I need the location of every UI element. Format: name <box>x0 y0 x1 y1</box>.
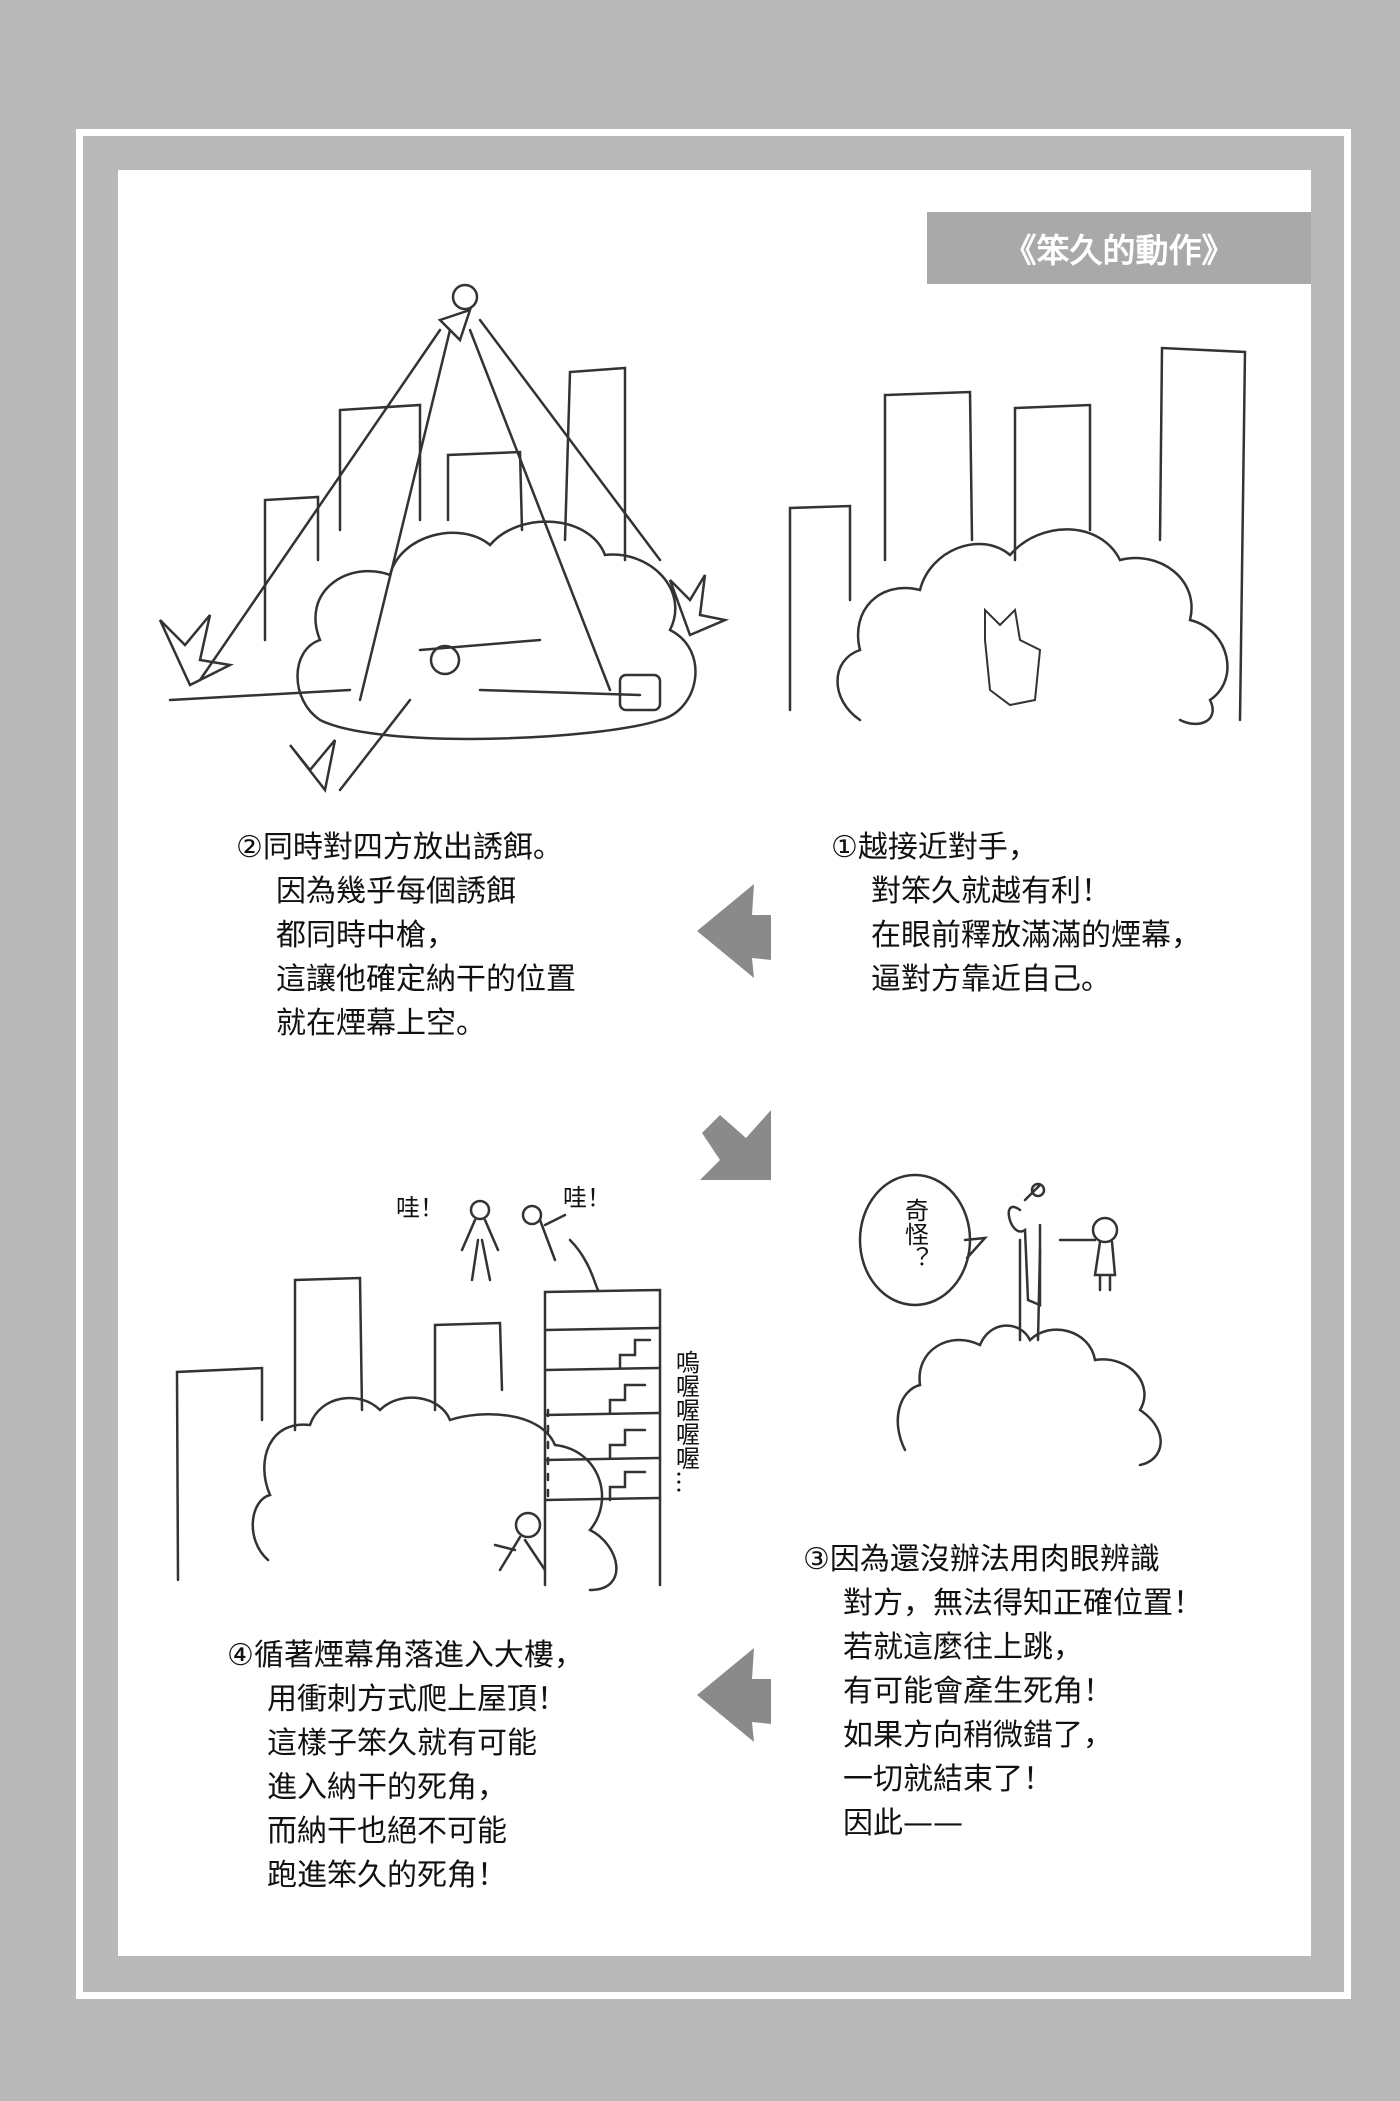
step-1-text: ①越接近對手， 對笨久就越有利！ 在眼前釋放滿滿的煙幕， 逼對方靠近自己。 <box>831 826 1201 1002</box>
step-line: 有可能會產生死角！ <box>843 1674 1113 1709</box>
step-line: 因此—— <box>843 1806 963 1841</box>
step-line: ④循著煙幕角落進入大樓， <box>227 1638 584 1673</box>
step-line: 用衝刺方式爬上屋頂！ <box>267 1682 567 1717</box>
speech-bubble-strange: 奇怪？ <box>900 1198 929 1270</box>
step-line: 這樣子笨久就有可能 <box>267 1726 537 1761</box>
illustration-jump <box>858 1173 1162 1467</box>
page-panel <box>118 170 1311 1956</box>
illustration-building-climb <box>175 1199 662 1592</box>
step-line: 因為幾乎每個誘餌 <box>276 874 516 909</box>
step-line: 對笨久就越有利！ <box>871 874 1111 909</box>
step-line: ②同時對四方放出誘餌。 <box>236 830 563 865</box>
illustration-smoke-buildings <box>788 346 1247 726</box>
step-line: 在眼前釋放滿滿的煙幕， <box>871 918 1201 953</box>
illustration-decoys <box>158 283 730 793</box>
step-line: ①越接近對手， <box>831 830 1038 865</box>
step-line: 就在煙幕上空。 <box>276 1006 486 1041</box>
step-line: 逼對方靠近自己。 <box>871 962 1111 997</box>
step-2-text: ②同時對四方放出誘餌。 因為幾乎每個誘餌 都同時中槍， 這讓他確定納干的位置 就… <box>236 826 576 1046</box>
step-line: ③因為還沒辦法用肉眼辨識 <box>803 1542 1160 1577</box>
step-line: 都同時中槍， <box>276 918 456 953</box>
step-line: 而納干也絕不可能 <box>267 1814 507 1849</box>
section-title: 《笨久的動作》 <box>927 212 1311 284</box>
page-frame <box>76 129 1351 1999</box>
step-line: 跑進笨久的死角！ <box>267 1858 507 1893</box>
arrow-down-right-icon <box>700 1110 771 1180</box>
step-line: 如果方向稍微錯了， <box>843 1718 1113 1753</box>
step-line: 對方，無法得知正確位置！ <box>843 1586 1203 1621</box>
sfx-wah-right: 哇！ <box>563 1184 611 1212</box>
step-line: 這讓他確定納干的位置 <box>276 962 576 997</box>
sfx-woo: 嗚喔喔喔喔… <box>671 1350 700 1494</box>
step-line: 一切就結束了！ <box>843 1762 1053 1797</box>
step-3-text: ③因為還沒辦法用肉眼辨識 對方，無法得知正確位置！ 若就這麼往上跳， 有可能會產… <box>803 1538 1203 1846</box>
sfx-wah-left: 哇！ <box>396 1194 444 1222</box>
arrow-left-icon <box>697 884 771 978</box>
step-4-text: ④循著煙幕角落進入大樓， 用衝刺方式爬上屋頂！ 這樣子笨久就有可能 進入納干的死… <box>227 1634 584 1898</box>
step-line: 若就這麼往上跳， <box>843 1630 1083 1665</box>
step-line: 進入納干的死角， <box>267 1770 507 1805</box>
arrow-left-icon <box>697 1648 771 1742</box>
